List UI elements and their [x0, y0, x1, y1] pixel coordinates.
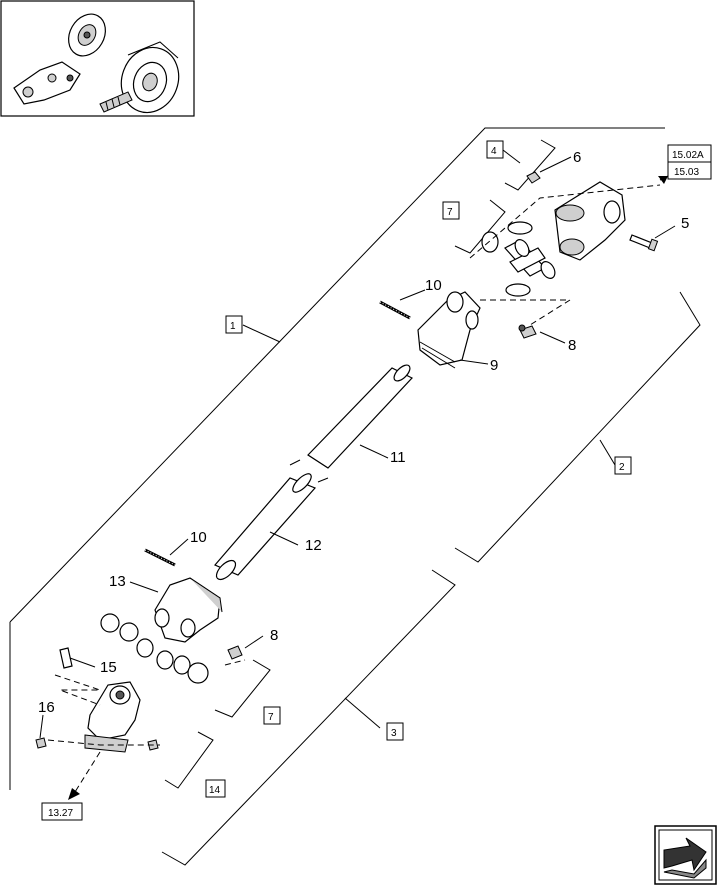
part-label-15: 15 [100, 659, 117, 676]
yoke-9-assembly [379, 291, 481, 369]
yoke-13-assembly [100, 548, 246, 684]
reference-boxes: 15.02A 15.03 13.27 [41, 144, 712, 821]
part-label-8-upper: 8 [568, 337, 576, 354]
part-labels: 6 5 8 10 9 11 12 10 13 8 15 16 [38, 149, 689, 716]
inner-tube-12 [214, 473, 317, 581]
next-page-arrow-icon[interactable] [654, 825, 717, 885]
group-label-7-upper: 7 [447, 207, 453, 218]
part-label-11: 11 [390, 449, 406, 466]
ref-15-03: 15.03 [674, 167, 699, 178]
ref-15-02a: 15.02A [672, 150, 704, 161]
group-label-3: 3 [391, 728, 397, 739]
leader-lines [39, 156, 676, 739]
part-label-16: 16 [38, 699, 55, 716]
part-label-10-lower: 10 [190, 529, 207, 546]
part-label-6: 6 [573, 149, 581, 166]
top-yoke-assembly [469, 171, 669, 339]
group-label-4: 4 [491, 146, 497, 157]
group-label-2: 2 [619, 462, 625, 473]
part-label-12: 12 [305, 537, 322, 554]
part-label-13: 13 [109, 573, 126, 590]
part-label-9: 9 [490, 357, 498, 374]
part-label-10-upper: 10 [425, 277, 442, 294]
group-label-7-lower: 7 [268, 712, 274, 723]
group-labels: 1 2 3 4 7 7 14 [205, 140, 632, 798]
group-label-1: 1 [230, 321, 236, 332]
outer-tube-11 [289, 364, 413, 483]
assembly-thumbnail-icon [0, 0, 195, 117]
group-label-14: 14 [209, 785, 221, 796]
ref-13-27: 13.27 [48, 808, 73, 819]
bottom-yoke-assembly [35, 647, 160, 800]
part-label-5: 5 [681, 215, 689, 232]
part-label-8-lower: 8 [270, 627, 278, 644]
